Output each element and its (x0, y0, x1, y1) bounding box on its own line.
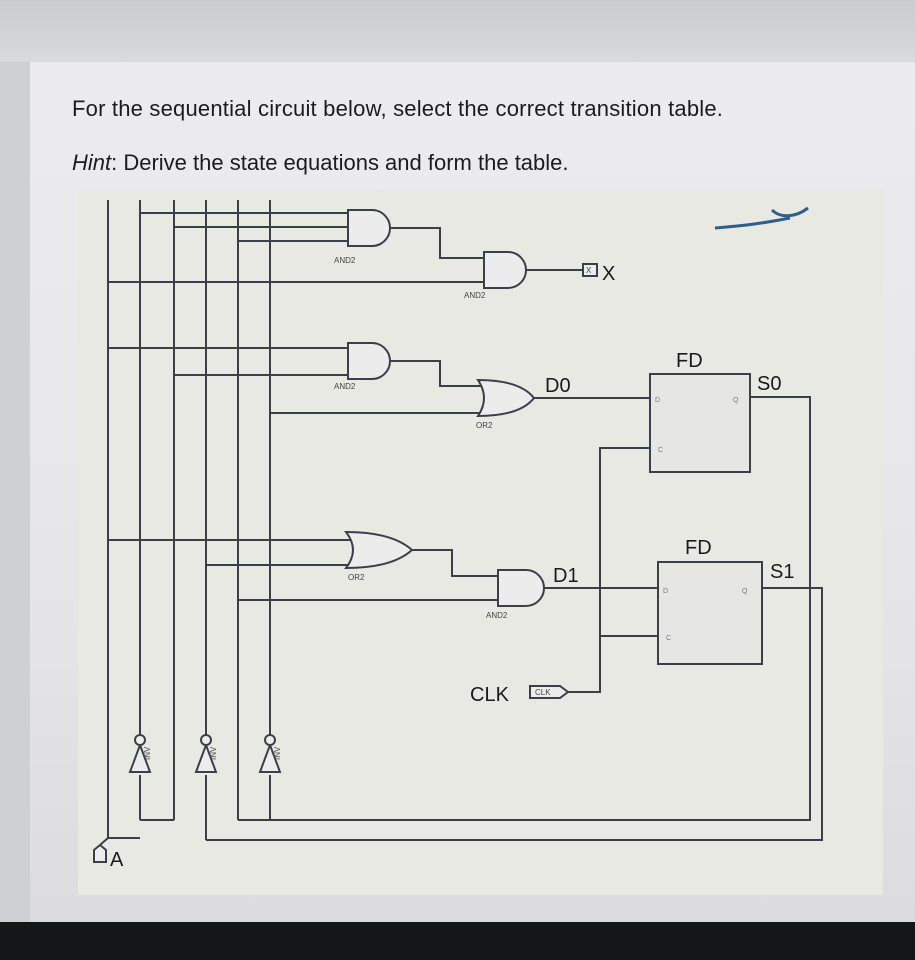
and-gate-mid: AND2 (108, 342, 486, 391)
input-a-label: A (110, 849, 124, 871)
ff1-label: FD (685, 537, 712, 559)
d0-label: D0 (545, 375, 571, 397)
inverter-3: INV (258, 734, 282, 773)
circuit-panel (78, 190, 883, 895)
and-top-label: AND2 (334, 256, 356, 265)
inv-3-label: INV (273, 746, 282, 760)
pen-mark (714, 206, 809, 230)
ff0-d-pin: D (655, 397, 660, 404)
window-top-bar (0, 0, 915, 62)
and-gate-output: X X AND2 (108, 251, 615, 300)
and-gate-d1: D1 AND2 (238, 565, 658, 620)
flip-flop-1: FD D Q C S1 (657, 537, 794, 665)
and-gate-top: AND2 (140, 209, 484, 265)
feedback-wires (206, 396, 823, 841)
question-text: For the sequential circuit below, select… (72, 96, 724, 121)
clk-label: CLK (470, 684, 510, 706)
and-d1-label: AND2 (486, 611, 508, 620)
hint-line: Hint: Derive the state equations and for… (72, 150, 569, 176)
or-d0-label: OR2 (476, 421, 493, 430)
output-x-label: X (602, 263, 615, 285)
inverter-1: INV (128, 734, 152, 773)
input-a: A (93, 837, 124, 871)
inverter-2: INV (194, 734, 218, 773)
inv-1-label: INV (143, 746, 152, 760)
or-gate-low: OR2 (108, 530, 498, 582)
flip-flop-0: FD D Q C S0 (649, 350, 781, 473)
inv-2-label: INV (209, 746, 218, 760)
and-out-label: AND2 (464, 291, 486, 300)
hint-text: : Derive the state equations and form th… (111, 150, 569, 175)
ff1-c-pin: C (666, 635, 671, 642)
clock-input: CLK CLK (470, 447, 658, 706)
screen-bezel (0, 922, 915, 960)
ff0-q-pin: Q (733, 397, 739, 404)
or-gate-d0: D0 OR2 (270, 375, 650, 430)
s1-label: S1 (770, 561, 794, 583)
or-low-label: OR2 (348, 573, 365, 582)
x-port-label: X (586, 266, 592, 275)
ff0-c-pin: C (658, 447, 663, 454)
ff0-label: FD (676, 350, 703, 372)
d1-label: D1 (553, 565, 579, 587)
ff1-d-pin: D (663, 588, 668, 595)
and-mid-label: AND2 (334, 382, 356, 391)
clk-port-label: CLK (535, 688, 551, 697)
hint-label: Hint (72, 150, 112, 175)
ff1-q-pin: Q (742, 588, 748, 595)
s0-label: S0 (757, 373, 781, 395)
vertical-bus (107, 200, 271, 841)
